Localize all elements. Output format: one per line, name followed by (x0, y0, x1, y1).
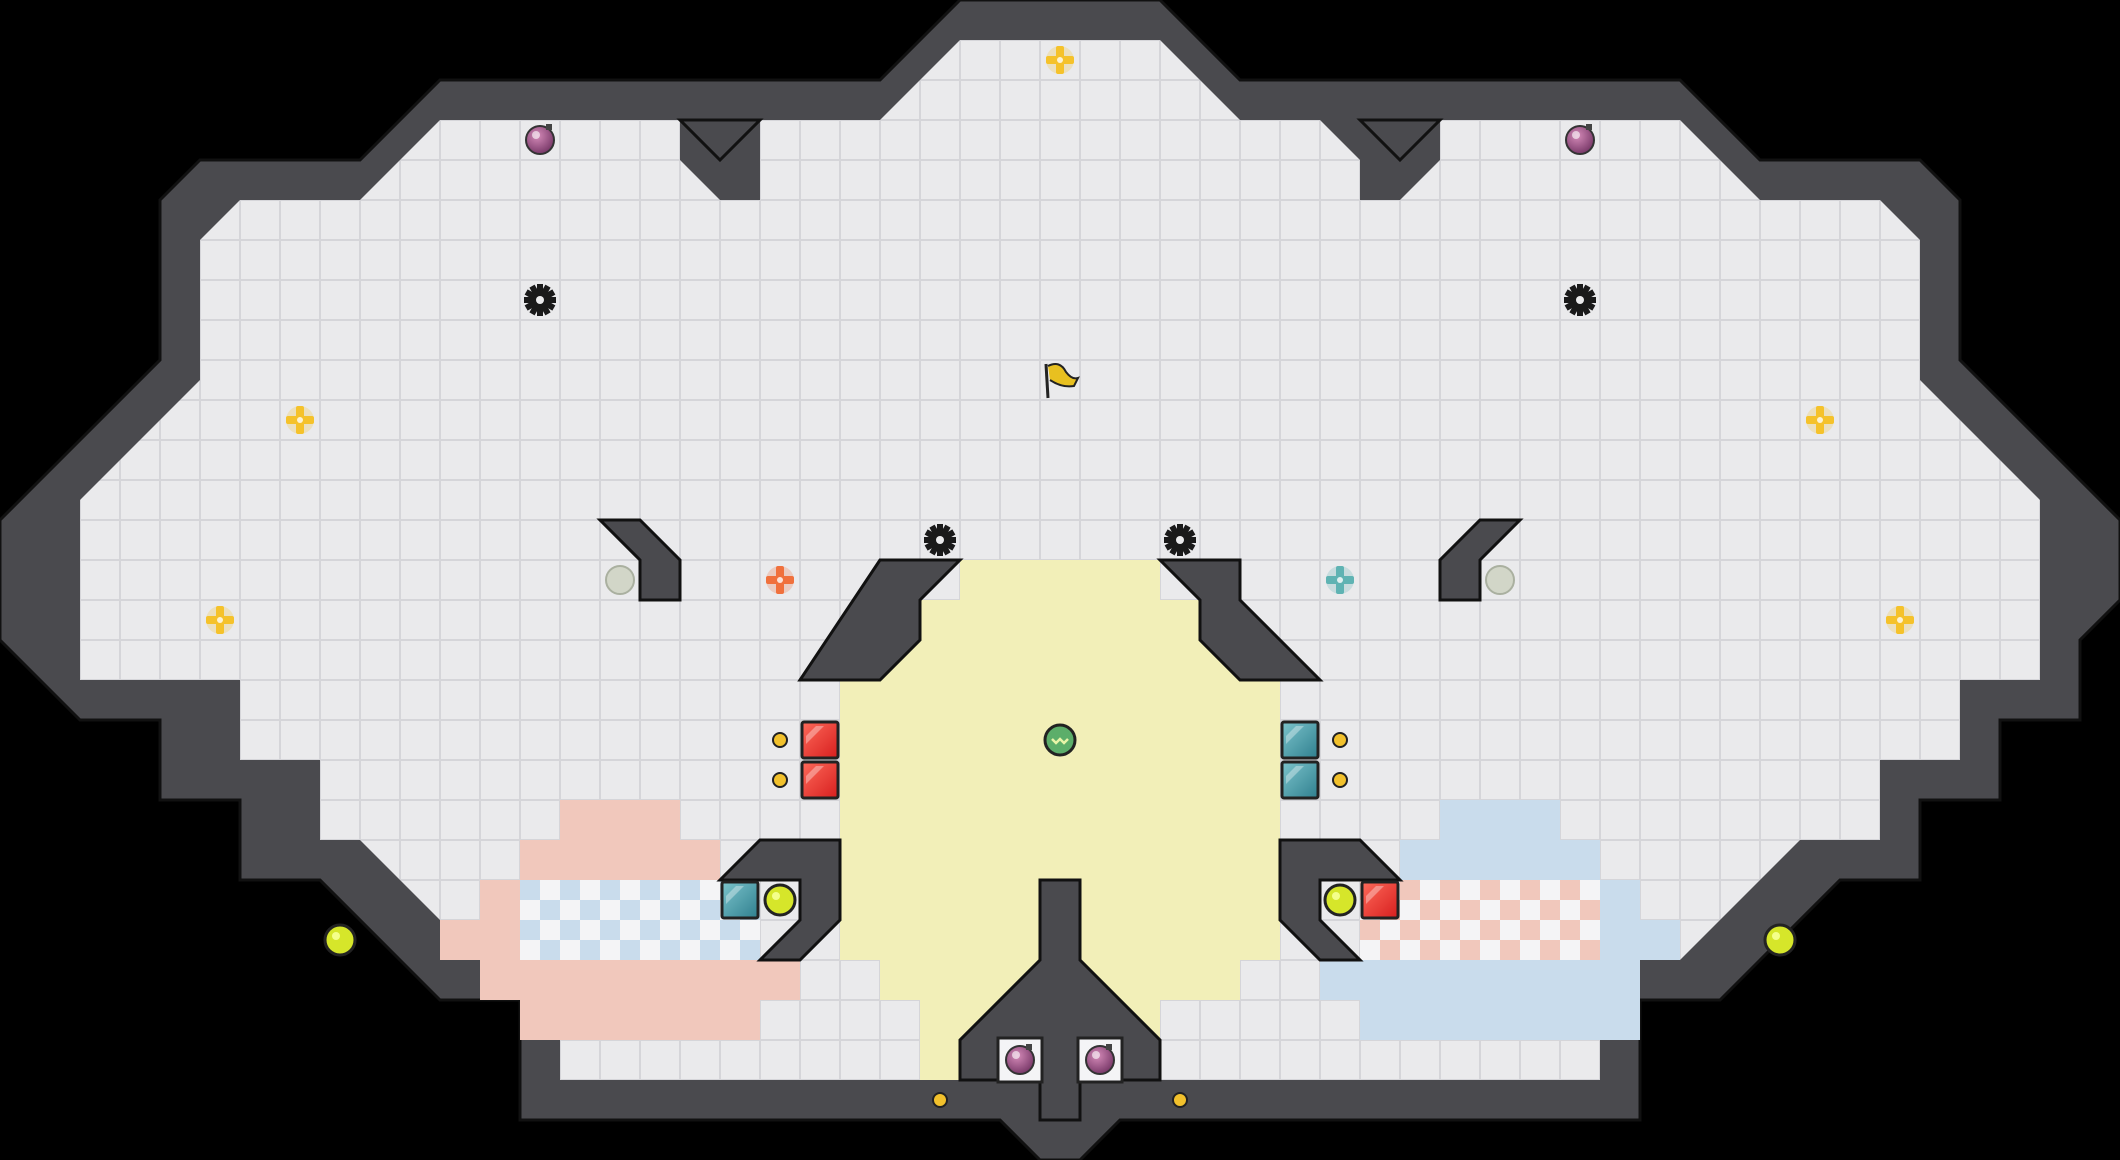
teal-block-icon (1280, 720, 1320, 760)
red-block-icon (800, 720, 840, 760)
red-block-icon (1360, 880, 1400, 920)
center-token-icon (1043, 723, 1077, 757)
gear-icon (1564, 284, 1596, 316)
wall-top-right-notch (1356, 118, 1444, 163)
wall-top-left-notch (676, 118, 764, 163)
wall-center-right (1156, 558, 1324, 682)
lime-token-icon (1763, 923, 1797, 957)
plus-icon (1806, 406, 1834, 434)
wall-right-bracket (1438, 518, 1524, 602)
teal-block-icon (1280, 760, 1320, 800)
lime-token-icon (323, 923, 357, 957)
gear-icon (924, 524, 956, 556)
lime-token-icon (763, 883, 797, 917)
bomb-icon (1565, 124, 1595, 155)
entities (206, 46, 1914, 1108)
gray-token-icon (605, 565, 635, 595)
coin-icon (1332, 732, 1348, 748)
plus-icon (1046, 46, 1074, 74)
lime-token-icon (1323, 883, 1357, 917)
plus-icon (1326, 566, 1354, 594)
wall-left-bracket (596, 518, 682, 602)
coin-icon (1172, 1092, 1188, 1108)
red-zone (440, 800, 800, 1040)
plus-icon (766, 566, 794, 594)
bomb-icon (525, 124, 555, 155)
gear-icon (1164, 524, 1196, 556)
coin-icon (932, 1092, 948, 1108)
gear-icon (524, 284, 556, 316)
wall-lower-left (716, 838, 842, 962)
gray-token-icon (1485, 565, 1515, 595)
plus-icon (206, 606, 234, 634)
plus-icon (286, 406, 314, 434)
yellow-zone (840, 560, 1280, 1080)
coin-icon (772, 732, 788, 748)
bomb-icon (996, 1036, 1044, 1084)
flag-icon (1044, 363, 1080, 399)
coin-icon (1332, 772, 1348, 788)
coin-icon (772, 772, 788, 788)
plus-icon (1886, 606, 1914, 634)
blue-zone (1320, 800, 1680, 1040)
wall-center-left (797, 558, 964, 682)
red-block-icon (800, 760, 840, 800)
bomb-icon (1076, 1036, 1124, 1084)
teal-block-icon (720, 880, 760, 920)
wall-lower-right (1278, 838, 1404, 962)
